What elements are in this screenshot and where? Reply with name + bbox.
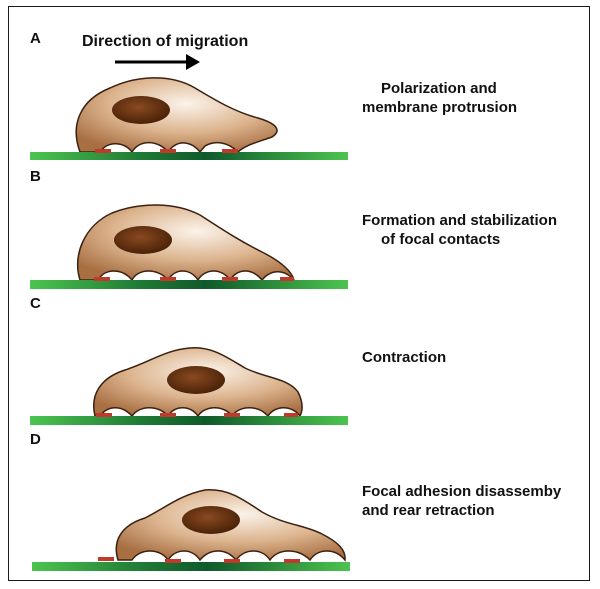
panel-c-caption-line1: Contraction <box>362 348 446 367</box>
panel-c-cell <box>94 348 302 416</box>
nucleus-icon <box>167 366 225 394</box>
nucleus-icon <box>182 506 240 534</box>
panel-b-caption-line1: Formation and stabilization <box>362 211 557 230</box>
panel-letter-d: D <box>30 431 41 448</box>
panel-letter-c: C <box>30 295 41 312</box>
nucleus-icon <box>114 226 172 254</box>
panel-d-substrate <box>32 562 350 571</box>
direction-label: Direction of migration <box>82 33 248 51</box>
panel-c-substrate <box>30 416 348 425</box>
panel-d-caption-line2: and rear retraction <box>362 501 495 520</box>
nucleus-icon <box>112 96 170 124</box>
panel-letter-a: A <box>30 30 41 47</box>
direction-arrow <box>115 54 200 70</box>
panel-b-caption-line2: of focal contacts <box>381 230 500 249</box>
panel-a-substrate <box>30 152 348 160</box>
panel-letter-b: B <box>30 168 41 185</box>
panel-b-substrate <box>30 280 348 289</box>
panel-a-caption-line1: Polarization and <box>381 79 497 98</box>
panel-a-cell <box>76 78 277 152</box>
panel-d-caption-line1: Focal adhesion disassemby <box>362 482 561 501</box>
panel-b-cell <box>78 205 294 280</box>
panel-d-cell <box>116 490 345 560</box>
panel-a-caption-line2: membrane protrusion <box>362 98 517 117</box>
